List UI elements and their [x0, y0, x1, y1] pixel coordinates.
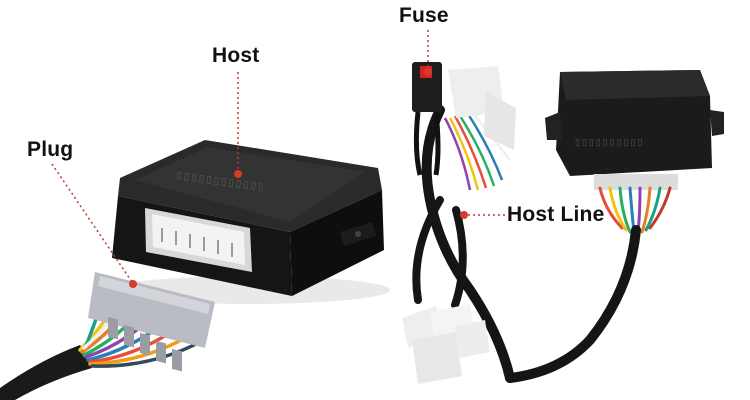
fuse-holder [412, 62, 442, 176]
harness-module-embossed-text: ▯▯▯▯▯▯▯▯▯▯ [575, 137, 645, 147]
host-line-label: Host Line [507, 203, 605, 226]
callout-markers [129, 68, 468, 288]
callout-leaders [51, 30, 505, 283]
fuse-label: Fuse [399, 4, 449, 27]
host-label: Host [212, 44, 260, 67]
host-line-harness: ▯▯▯▯▯▯▯▯▯▯ [402, 66, 724, 384]
host-module: ▯▯▯▯▯▯▯▯▯▯▯▯ [110, 140, 390, 304]
plug-connector [0, 272, 215, 400]
plug-label: Plug [27, 138, 74, 161]
